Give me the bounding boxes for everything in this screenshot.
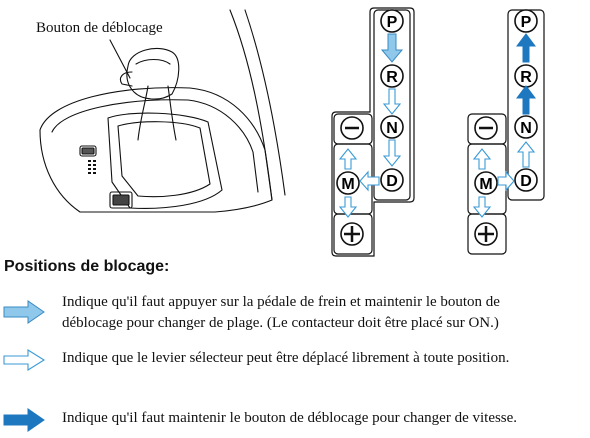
gate-right-r: R (520, 69, 532, 86)
gate-right: P R N D M (467, 9, 545, 255)
shift-knob (126, 48, 180, 100)
legend-item-light-arrow: Indique qu'il faut appuyer sur la pédale… (0, 292, 590, 334)
gate-left: P R N D M (331, 7, 415, 257)
gate-left-n: N (386, 120, 398, 137)
console-body (39, 87, 273, 213)
outline-arrow-icon (3, 349, 46, 371)
legend-item-outline-arrow: Indique que le levier sélecteur peut êtr… (0, 348, 590, 372)
gate-right-m: M (479, 176, 492, 193)
legend-item-text-line: Indique que le levier sélecteur peut êtr… (62, 350, 510, 366)
legend-item-dark-arrow: Indique qu'il faut maintenir le bouton d… (0, 408, 590, 432)
release-button-label: Bouton de déblocage (36, 20, 163, 36)
legend-item-text-line: Indique qu'il faut maintenir le bouton d… (62, 410, 518, 426)
gate-left-d: D (386, 173, 398, 190)
gate-left-p: P (387, 14, 398, 31)
gate-left-r: R (386, 69, 398, 86)
legend-item-text-line: déblocage pour changer de plage. (Le con… (62, 315, 499, 331)
plus-icon (344, 226, 360, 242)
shift-stem (137, 85, 177, 141)
gate-right-p: P (521, 14, 532, 31)
gate-left-m: M (341, 176, 354, 193)
legend-heading: Positions de blocage: (4, 258, 170, 275)
shifter-illustration (39, 9, 286, 213)
dark-blue-arrow-icon (3, 408, 45, 432)
gate-right-d: D (520, 173, 532, 190)
legend-item-text-line: Indique qu'il faut appuyer sur la pédale… (62, 294, 500, 310)
gate-right-n: N (520, 120, 532, 137)
light-blue-arrow-icon (3, 300, 45, 324)
shift-surround (107, 112, 223, 209)
console-inner-edge (51, 99, 259, 193)
shift-gate-diagrams: P R N D M P R N (331, 7, 545, 257)
plus-icon (478, 226, 494, 242)
release-button (119, 71, 133, 87)
